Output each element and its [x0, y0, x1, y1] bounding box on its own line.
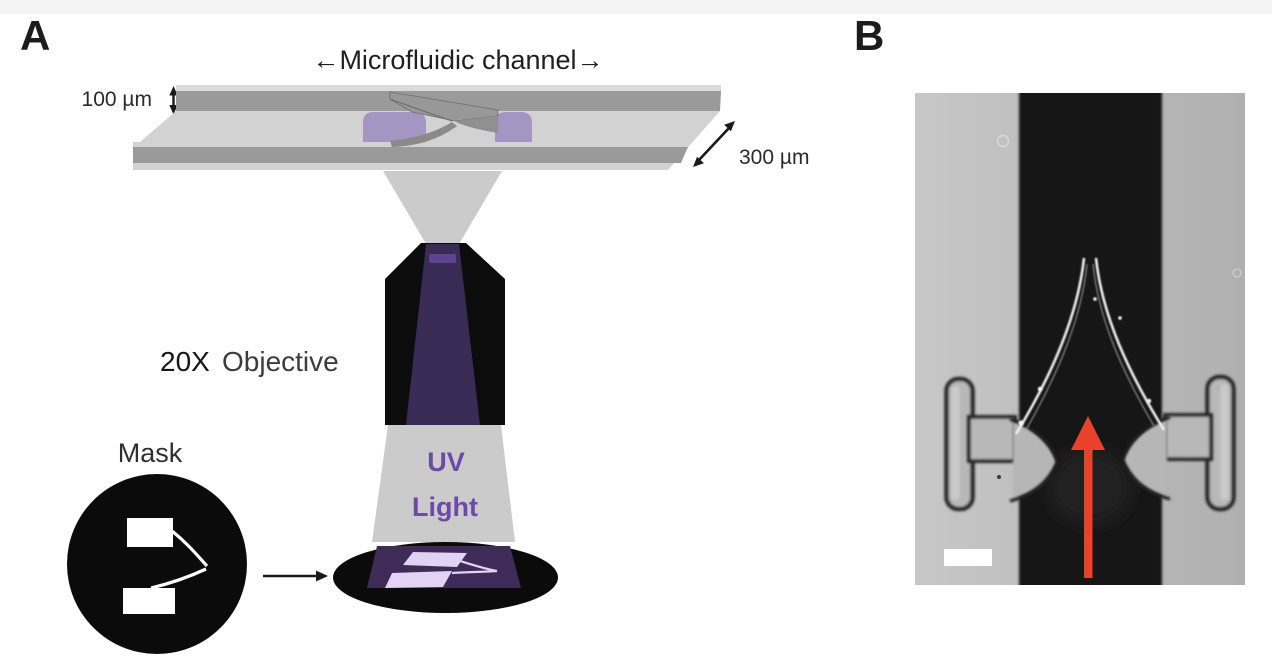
right-flare-edge-top [1120, 415, 1171, 461]
width-arrow-head-ne [724, 121, 735, 132]
objective-internal-beam [406, 244, 480, 425]
speck-5 [1093, 297, 1097, 301]
uv-illumination-right [495, 112, 532, 142]
panel-b: B [854, 12, 1245, 585]
left-flare-edge-top [1009, 417, 1060, 463]
right-flare-edge-bottom [1120, 459, 1171, 501]
top-border-strip [0, 0, 1272, 14]
right-anchor-highlight [1220, 384, 1229, 500]
light-cone-upper [383, 171, 502, 244]
panel-a-label: A [20, 12, 50, 59]
panel-b-label: B [854, 12, 884, 59]
flow-arrow-icon [1071, 416, 1105, 578]
microfluidic-channel-schematic [133, 85, 721, 170]
objective-word-label: Objective [222, 346, 339, 377]
speck-4 [1118, 316, 1122, 320]
printed-funnel-3d [389, 91, 499, 147]
top-slab-wall [176, 91, 721, 111]
funnel-curve-right-inner [1092, 263, 1155, 427]
flow-arrow-shaft [1084, 446, 1093, 578]
uv-light-label-line1: UV [427, 447, 465, 477]
mask-nozzle-curve-lower [150, 567, 207, 590]
projection-arrow-icon [263, 570, 328, 582]
speck-3 [1146, 398, 1152, 404]
micrograph [915, 93, 1245, 585]
width-arrow-head-sw [693, 156, 704, 167]
funnel-outline [1014, 257, 1166, 435]
funnel-right-wing [455, 116, 498, 133]
uv-illumination-left [363, 112, 426, 142]
objective-label: 20X Objective [160, 346, 339, 377]
funnel-curve-left-inner [1025, 263, 1088, 431]
channel-width-label: 300 µm [739, 146, 809, 169]
objective-magnification-label: 20X [160, 346, 210, 377]
bubble-right [1232, 268, 1242, 278]
objective [385, 243, 505, 425]
photomask [67, 474, 247, 654]
height-arrow-head-up [169, 86, 178, 96]
panel-a: A ←Microfluidic channel→ 100 µm 300 [20, 12, 809, 654]
mask-circle [67, 474, 247, 654]
top-slab-upper-strip [176, 85, 721, 91]
right-anchor-structure [1120, 374, 1236, 512]
funnel-curve-left [1014, 257, 1086, 435]
projected-rect-upper [403, 552, 467, 567]
microfluidic-channel-label: ←Microfluidic channel→ [312, 45, 603, 75]
speck-dark [997, 475, 1001, 479]
projection-stage [333, 542, 558, 613]
funnel-curve-right [1094, 257, 1166, 431]
right-anchor-stem [1163, 413, 1213, 461]
channel-height-label: 100 µm [82, 88, 152, 111]
projected-nozzle-line-lower [451, 569, 498, 575]
height-dimension-arrow-icon [169, 86, 178, 115]
left-anchor-structure [944, 376, 1060, 512]
objective-lens-highlight [429, 254, 456, 263]
width-arrow-shaft [698, 127, 730, 161]
bubble-left [996, 134, 1010, 148]
width-dimension-arrow-icon [693, 121, 735, 167]
left-flare-edge-bottom [1009, 461, 1060, 503]
projection-arrow-head [316, 570, 328, 582]
left-anchor-highlight [951, 386, 960, 500]
left-anchor-stem [967, 415, 1017, 463]
flow-arrow-head [1071, 416, 1105, 450]
bottom-slab-wall [133, 147, 688, 163]
micrograph-specks [996, 134, 1242, 479]
funnel-lower-wing [390, 122, 457, 147]
projected-rect-lower [385, 571, 452, 588]
funnel-edge-line [389, 98, 453, 122]
height-arrow-head-down [169, 105, 178, 115]
light-cone-lower [372, 425, 515, 542]
speck-2 [1018, 420, 1024, 426]
mask-label: Mask [118, 438, 183, 468]
scale-bar [944, 549, 992, 566]
mask-nozzle-curve-upper [171, 529, 209, 568]
mask-aperture-upper [127, 518, 173, 547]
projected-mask-pattern [385, 552, 498, 588]
mask-aperture-lower [123, 588, 175, 614]
uv-light-label-line2: Light [412, 492, 478, 522]
speck-1 [1037, 386, 1043, 392]
